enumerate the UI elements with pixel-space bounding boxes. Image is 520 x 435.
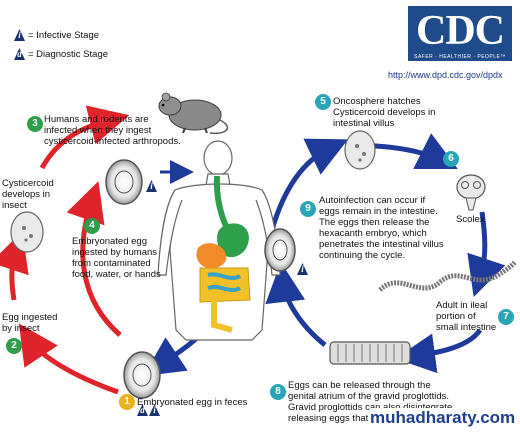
step-9-line-3: The eggs then release the bbox=[319, 217, 430, 228]
step-8-line-3: Gravid proglottids can also disintegrate… bbox=[288, 402, 455, 413]
rat-illustration bbox=[158, 92, 229, 135]
step-3-number: 3 bbox=[27, 116, 43, 132]
diagnostic-badge-bottom-egg: d bbox=[137, 404, 148, 416]
step-7-line-3: small intestine bbox=[436, 322, 497, 333]
watermark-text: muhadharaty.com bbox=[370, 408, 520, 435]
step-7-number: 7 bbox=[498, 309, 514, 325]
infective-badge-left-egg: i bbox=[146, 180, 157, 192]
arrow-red-inner bbox=[66, 181, 122, 337]
step-3-line-1: Humans and rodents are bbox=[44, 114, 149, 125]
source-url: http://www.dpd.cdc.gov/dpdx bbox=[388, 70, 503, 80]
step-9-line-6: continuing the cycle. bbox=[319, 250, 406, 261]
cysticercoid-line-2: develops in bbox=[2, 189, 51, 200]
cysticercoid-right bbox=[344, 130, 376, 170]
step-2-line-1: Egg ingested bbox=[2, 312, 58, 323]
egg-left bbox=[105, 159, 143, 205]
egg-bottom bbox=[123, 351, 161, 399]
step-1-text: Embryonated egg in feces bbox=[137, 397, 248, 408]
step-2-line-2: by insect bbox=[2, 323, 40, 334]
digestive-tract-illustration bbox=[196, 175, 251, 333]
step-4-line-3: from contaminated bbox=[72, 258, 151, 269]
cdc-logo-tagline: SAFER · HEALTHIER · PEOPLE™ bbox=[414, 54, 506, 60]
step-4-line-2: ingested by humans bbox=[72, 247, 158, 258]
cdc-logo-text: CDC bbox=[416, 8, 505, 54]
arrow-blue-right bbox=[467, 211, 506, 297]
step-7-text: Adult in ileal portion of small intestin… bbox=[436, 300, 496, 333]
arrow-red-up bbox=[39, 105, 130, 170]
cdc-logo: CDC SAFER · HEALTHIER · PEOPLE™ bbox=[408, 6, 512, 61]
step-5-line-3: intestinal villus bbox=[333, 118, 395, 129]
legend-infective-label: = Infective Stage bbox=[28, 30, 100, 41]
cysticercoid-line-3: insect bbox=[2, 200, 27, 211]
cysticercoid-insect-text: Cysticercoid develops in insect bbox=[2, 178, 54, 211]
gravid-proglottid-illustration bbox=[329, 341, 411, 365]
step-6-number: 6 bbox=[443, 151, 459, 167]
step-2-text: Egg ingested by insect bbox=[2, 312, 57, 334]
adult-worm-illustration bbox=[378, 260, 517, 292]
step-5-number: 5 bbox=[315, 94, 331, 110]
arrow-blue-left-up bbox=[265, 262, 327, 347]
step-7-line-2: portion of bbox=[436, 311, 476, 322]
step-8-line-2: genital atrium of the gravid proglottids… bbox=[288, 391, 450, 402]
scolex-illustration bbox=[456, 174, 486, 211]
step-5-text: Oncosphere hatches Cysticercoid develops… bbox=[333, 96, 435, 129]
step-9-line-1: Autoinfection can occur if bbox=[319, 195, 426, 206]
step-8-line-1: Eggs can be released through the bbox=[288, 380, 431, 391]
egg-autoinfection bbox=[264, 228, 296, 272]
step-8-line-4: releasing eggs that bbox=[288, 413, 369, 424]
arrow-red-left bbox=[0, 231, 29, 301]
step-9-line-5: penetrates the intestinal villus bbox=[319, 239, 444, 250]
step-4-text: Embryonated egg ingested by humans from … bbox=[72, 236, 161, 280]
step-8-text: Eggs can be released through the genital… bbox=[288, 380, 455, 424]
step-9-text: Autoinfection can occur if eggs remain i… bbox=[319, 195, 444, 261]
cysticercoid-line-1: Cysticercoid bbox=[2, 178, 54, 189]
step-1-number: 1 bbox=[119, 394, 135, 410]
step-5-line-1: Oncosphere hatches bbox=[333, 96, 421, 107]
diagnostic-stage-badge: d bbox=[14, 48, 25, 60]
step-3-line-3: cysticercoid-infected arthropods. bbox=[44, 136, 181, 147]
step-4-number: 4 bbox=[84, 218, 100, 234]
infective-badge-bottom-egg: i bbox=[149, 404, 160, 416]
step-5-line-2: Cysticercoid develops in bbox=[333, 107, 436, 118]
arrow-red-bottom bbox=[18, 323, 119, 395]
step-2-number: 2 bbox=[6, 338, 22, 354]
step-6-scolex-label: Scolex bbox=[456, 214, 485, 225]
step-9-number: 9 bbox=[300, 201, 316, 217]
step-9-line-2: eggs remain in the intestine. bbox=[319, 206, 438, 217]
step-7-line-1: Adult in ileal bbox=[436, 300, 488, 311]
infective-stage-badge: i bbox=[14, 29, 25, 41]
arrow-blue-autoinfection bbox=[269, 138, 349, 231]
infective-badge-autoinfection-egg: i bbox=[297, 263, 308, 275]
step-3-line-2: infected when they ingest bbox=[44, 125, 152, 136]
legend-diagnostic-label: = Diagnostic Stage bbox=[28, 49, 109, 60]
step-3-text: Humans and rodents are infected when the… bbox=[44, 114, 181, 147]
step-8-number: 8 bbox=[270, 384, 286, 400]
cysticercoid-left bbox=[10, 211, 44, 253]
step-4-line-4: food, water, or hands bbox=[72, 269, 161, 280]
step-9-line-4: hexacanth embryo, which bbox=[319, 228, 427, 239]
arrow-blue-bottom bbox=[395, 328, 483, 374]
step-4-line-1: Embryonated egg bbox=[72, 236, 147, 247]
